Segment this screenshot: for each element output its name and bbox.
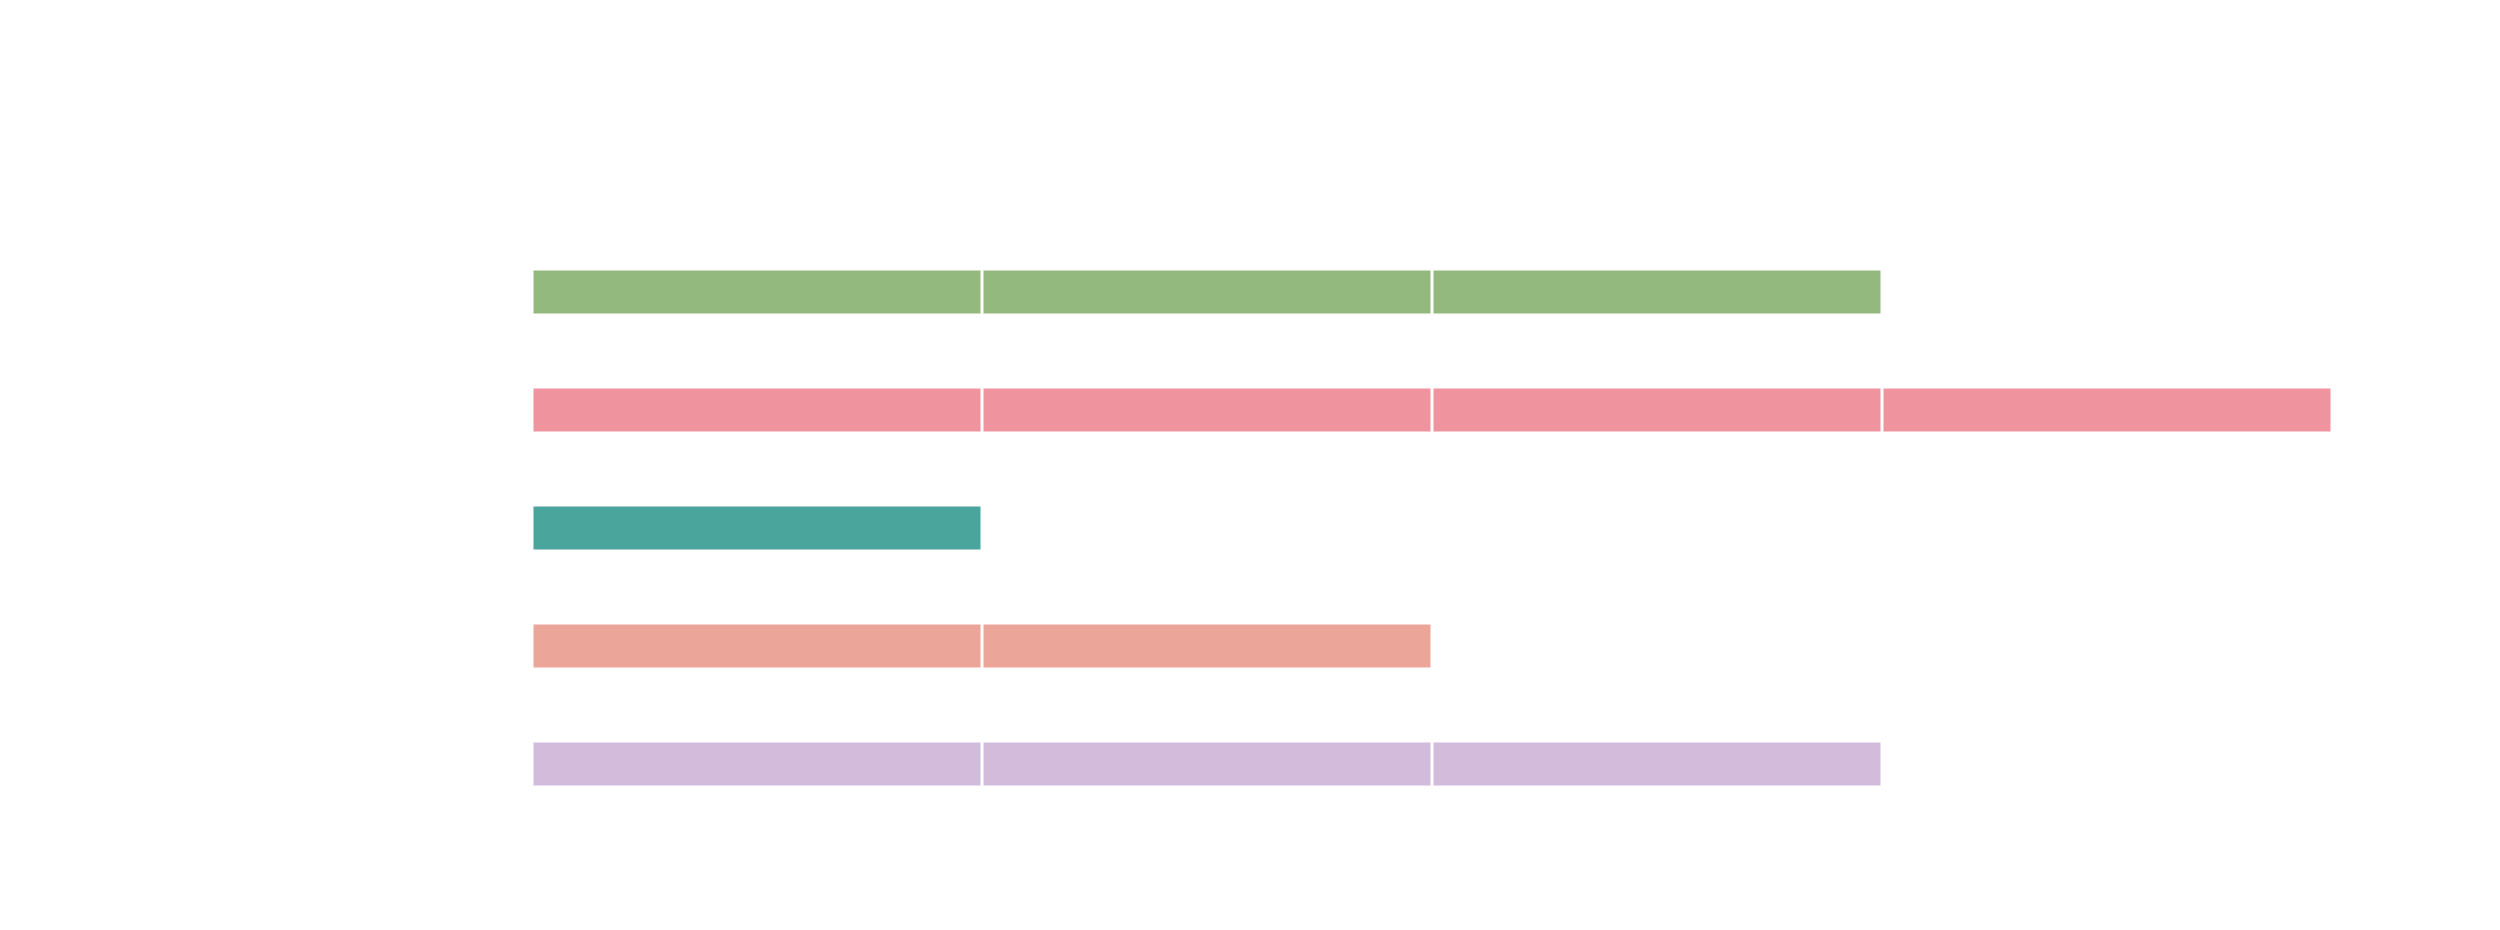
bar-segment-5-3 <box>1430 739 1884 789</box>
bar-segment-4-2 <box>980 621 1434 671</box>
bar-segment-2-1 <box>530 385 984 435</box>
bar-segment-5-2 <box>980 739 1434 789</box>
bar-segment-5-1 <box>530 739 984 789</box>
bar-segment-2-4 <box>1880 385 2334 435</box>
bars-group <box>530 267 2334 789</box>
bar-segment-1-1 <box>530 267 984 317</box>
bar-segment-2-2 <box>980 385 1434 435</box>
bar-segment-3-1 <box>530 503 984 553</box>
bar-segment-1-2 <box>980 267 1434 317</box>
bar-segment-2-3 <box>1430 385 1884 435</box>
bar-segment-1-3 <box>1430 267 1884 317</box>
bar-segment-4-1 <box>530 621 984 671</box>
